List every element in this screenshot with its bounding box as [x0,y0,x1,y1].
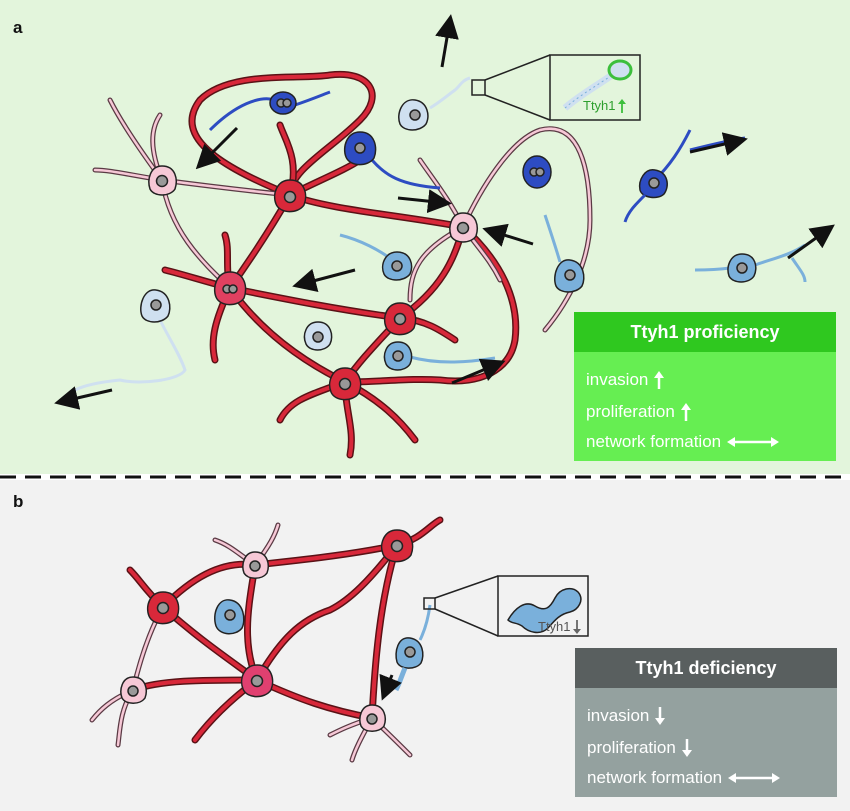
pink-cell [120,676,147,704]
up-arrow-icon [654,371,665,389]
panel-b-migration-arrows [379,673,402,701]
red-cell [146,591,180,625]
red-cell [383,302,417,336]
panel-a-label: a [13,18,23,37]
item-label: proliferation [586,402,675,421]
migration-arrow [451,358,506,385]
migration-arrow [689,132,748,156]
migration-arrow [435,14,459,68]
down-arrow-icon [655,707,666,725]
proficiency-item-network-formation: network formation [586,432,780,452]
swollen-process [507,587,582,634]
panel-a-migration-arrows [54,14,835,410]
blue-cell [303,321,333,351]
inset-label-b: Ttyh1 [538,619,581,634]
dark-blue-cell [623,129,746,223]
dividing-red-cell [213,271,247,306]
blue-cell [393,604,432,692]
down-arrow-icon [572,619,581,634]
item-label: invasion [586,370,649,389]
inset-label-a: Ttyh1 [583,98,626,113]
blue-cell [694,243,807,283]
deficiency-box-title: Ttyh1 deficiency [575,648,837,688]
panel-a-cells [74,76,807,401]
red-cell [328,367,362,401]
migration-arrow [54,386,113,410]
item-label: proliferation [587,738,676,757]
proficiency-item-invasion: invasion [586,370,665,390]
pink-cell [242,551,269,579]
inset-source-box [423,597,436,610]
red-cell [273,179,307,213]
pale-blue-cell [74,289,187,392]
deficiency-item-network-formation: network formation [587,768,781,788]
blue-cell [339,233,413,281]
pink-cell [449,212,478,243]
up-arrow-icon [680,403,691,421]
item-label: network formation [586,432,722,451]
proficiency-box-body: invasion proliferation network formation [574,352,836,461]
dark-blue-cell [522,155,552,189]
proficiency-item-proliferation: proliferation [586,402,691,422]
migration-arrow [195,126,239,170]
double-arrow-icon [728,773,781,783]
dark-blue-cell [208,90,331,132]
dark-blue-cell [343,131,441,190]
blue-cell [383,341,496,371]
item-label: invasion [587,706,650,725]
item-label: network formation [587,768,723,787]
panel-b-label: b [13,492,24,511]
up-arrow-icon [617,98,626,113]
panel-b-inset [423,575,589,637]
blue-cell [214,599,245,635]
blue-cell [543,214,585,293]
migration-arrow [482,223,534,247]
double-arrow-icon [727,437,780,447]
inset-label-text: Ttyh1 [583,98,616,113]
migration-arrow [397,189,452,214]
magenta-cell [240,664,274,698]
migration-arrow [787,224,835,260]
deficiency-item-invasion: invasion [587,706,666,726]
panel-b-cells [120,529,432,732]
panel-divider [0,475,850,479]
deficiency-box-body: invasion proliferation network formation [575,688,837,797]
red-cell [380,529,414,563]
deficiency-item-proliferation: proliferation [587,738,692,758]
pink-cell [359,704,386,732]
pink-cell [148,165,177,196]
panel-a-inset [471,54,641,121]
growth-cone-tip [607,59,633,81]
pale-blue-cell [398,76,471,131]
inset-label-text: Ttyh1 [538,619,571,634]
proficiency-box-title: Ttyh1 proficiency [574,312,836,352]
down-arrow-icon [681,739,692,757]
migration-arrow [292,268,356,293]
inset-source-box [471,79,486,96]
migration-arrow [379,673,402,701]
